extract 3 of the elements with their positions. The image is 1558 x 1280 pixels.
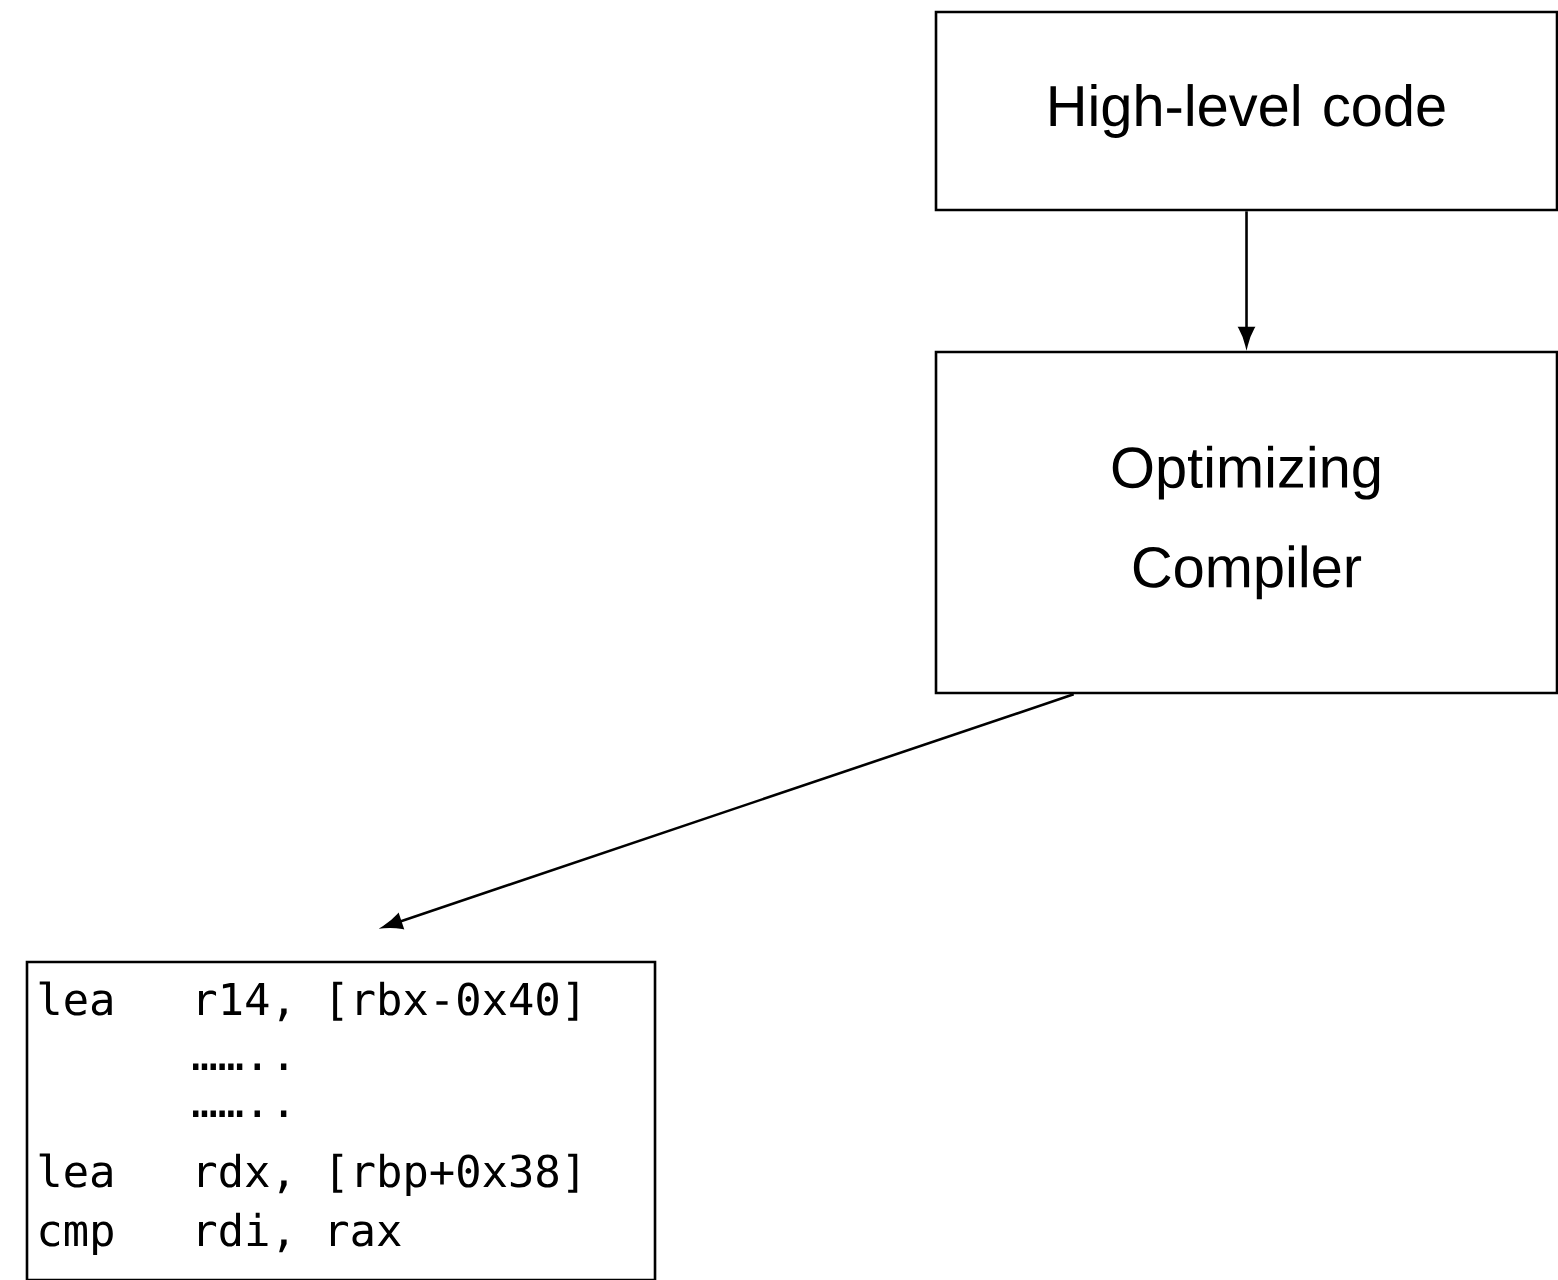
process-box: High-level code [934, 10, 1558, 212]
process-box: Optimizing Compiler [934, 350, 1558, 695]
code-box: lea r14, [rbx-0x40] …….. …….. lea rdx, [rbp+0x38] cmp rdi, rax [25, 960, 657, 1280]
